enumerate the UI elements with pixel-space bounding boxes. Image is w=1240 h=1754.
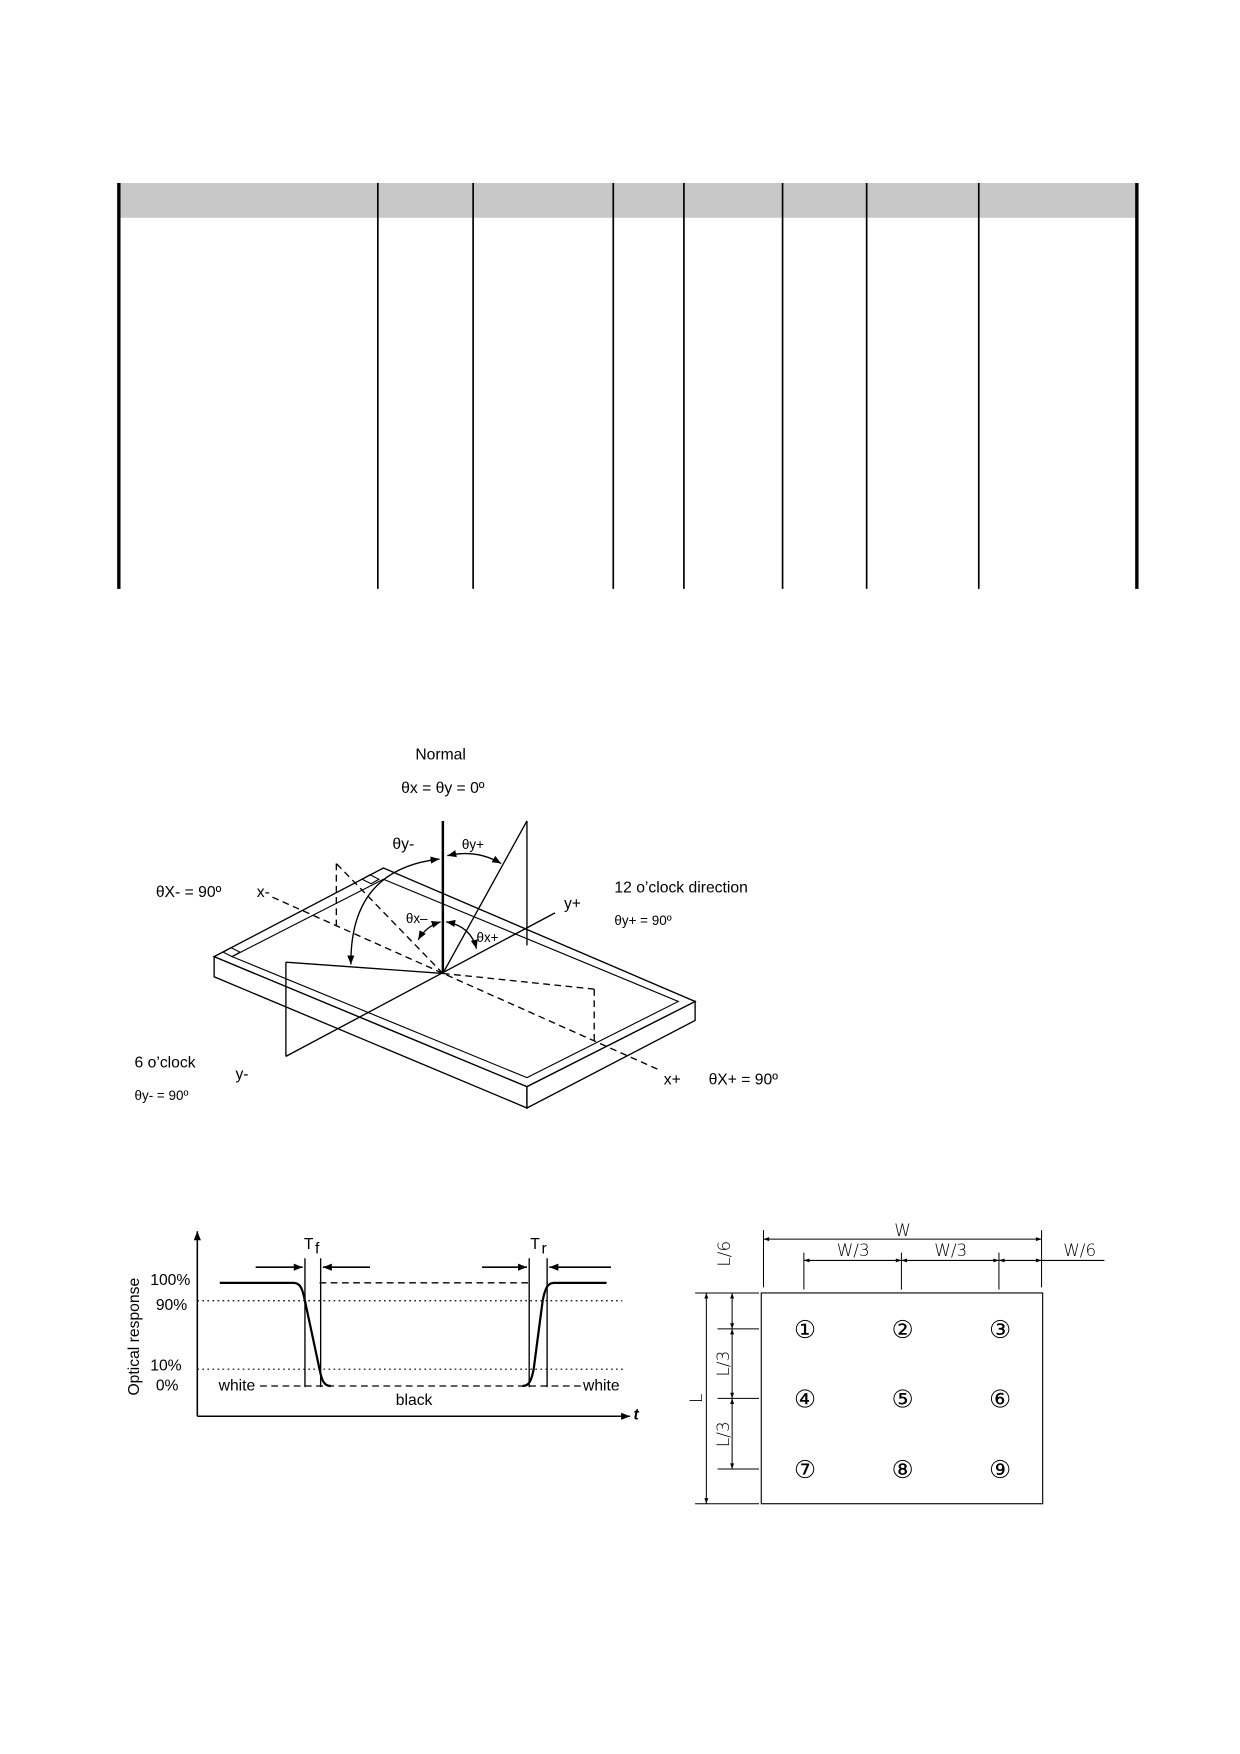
measurement-point-2: ② bbox=[891, 1315, 913, 1344]
l3-first-label: L/3 bbox=[713, 1351, 733, 1377]
theta-x-plus-equation: θX+ = 90º bbox=[709, 1071, 779, 1088]
theta-x-minus-arc bbox=[417, 921, 441, 941]
y-plus-label: y+ bbox=[564, 895, 581, 912]
l3-second-label: L/3 bbox=[713, 1421, 733, 1447]
display-area-outline bbox=[760, 1292, 1044, 1505]
measurement-point-3: ③ bbox=[989, 1315, 1011, 1344]
y-axis-label: Optical response bbox=[126, 1278, 143, 1396]
measurement-point-5: ⑤ bbox=[891, 1384, 913, 1413]
x-plus-label: x+ bbox=[664, 1071, 681, 1088]
black-label: black bbox=[396, 1392, 433, 1409]
x-axis-line bbox=[272, 896, 662, 1072]
level-0-label: 0% bbox=[156, 1377, 179, 1394]
theta-y-minus-arc bbox=[347, 856, 440, 965]
measurement-grid-diagram: W W/3 W/3 W/6 L/6 L/3 L/3 L ① ② ③ ④ ⑤ ⑥ … bbox=[686, 1220, 1105, 1505]
theta-x-minus-arc-label: θx– bbox=[406, 911, 428, 926]
normal-label: Normal bbox=[415, 746, 466, 763]
theta-x-minus-equation: θX- = 90º bbox=[156, 884, 222, 901]
theta-y-plus-arc-label: θy+ bbox=[462, 837, 484, 852]
theta-x-plus-view-line bbox=[442, 972, 595, 990]
measurement-point-8: ⑧ bbox=[891, 1455, 913, 1484]
w6-label: W/6 bbox=[1063, 1240, 1096, 1260]
y-minus-label: y- bbox=[235, 1066, 248, 1083]
response-time-diagram: t Optical response 100% 90% 10% 0% T f T… bbox=[126, 1231, 639, 1424]
white-right-label: white bbox=[582, 1377, 620, 1394]
measurement-point-7: ⑦ bbox=[794, 1455, 816, 1484]
y-axis-line bbox=[285, 912, 556, 1057]
table-header-row bbox=[119, 183, 1137, 218]
x-minus-label: x- bbox=[257, 884, 270, 901]
width-label: W bbox=[894, 1220, 911, 1240]
rising-waveform bbox=[522, 1281, 607, 1388]
measurement-point-9: ⑨ bbox=[989, 1455, 1011, 1484]
theta-x-plus-arc bbox=[446, 919, 478, 949]
twelve-oclock-label: 12 o’clock direction bbox=[614, 880, 747, 897]
measurement-point-1: ① bbox=[794, 1315, 816, 1344]
w3-second-label: W/3 bbox=[934, 1240, 967, 1260]
rise-time-label: T bbox=[530, 1236, 540, 1253]
theta-y-minus-arc-label: θy- bbox=[392, 836, 414, 853]
w3-first-label: W/3 bbox=[837, 1240, 870, 1260]
x-axis-label: t bbox=[633, 1407, 639, 1424]
rise-time-subscript: r bbox=[542, 1241, 547, 1258]
l6-label: L/6 bbox=[714, 1241, 734, 1267]
theta-y-minus-view-line bbox=[285, 961, 443, 975]
six-oclock-label: 6 o’clock bbox=[135, 1055, 196, 1072]
theta-x-plus-arc-label: θx+ bbox=[476, 930, 498, 945]
panel-corner-mark bbox=[221, 946, 242, 958]
white-left-label: white bbox=[218, 1377, 256, 1394]
measurement-point-6: ⑥ bbox=[989, 1384, 1011, 1413]
theta-y-plus-arc bbox=[447, 850, 502, 865]
theta-y-plus-equation: θy+ = 90º bbox=[614, 913, 671, 928]
level-10-label: 10% bbox=[150, 1357, 181, 1374]
level-90-label: 90% bbox=[156, 1297, 187, 1314]
viewing-angle-diagram: Normal θx = θy = 0º θy- θy+ θX- = 90º x- bbox=[135, 746, 779, 1110]
fall-time-label: T bbox=[304, 1236, 314, 1253]
panel-active-area bbox=[230, 878, 680, 1079]
fall-time-subscript: f bbox=[315, 1241, 320, 1258]
theta-y-minus-equation: θy- = 90º bbox=[135, 1088, 189, 1103]
normal-equation: θx = θy = 0º bbox=[401, 780, 485, 797]
measurement-point-4: ④ bbox=[794, 1384, 816, 1413]
length-label: L bbox=[686, 1394, 706, 1403]
level-100-label: 100% bbox=[150, 1272, 190, 1289]
spec-table bbox=[117, 183, 1139, 589]
